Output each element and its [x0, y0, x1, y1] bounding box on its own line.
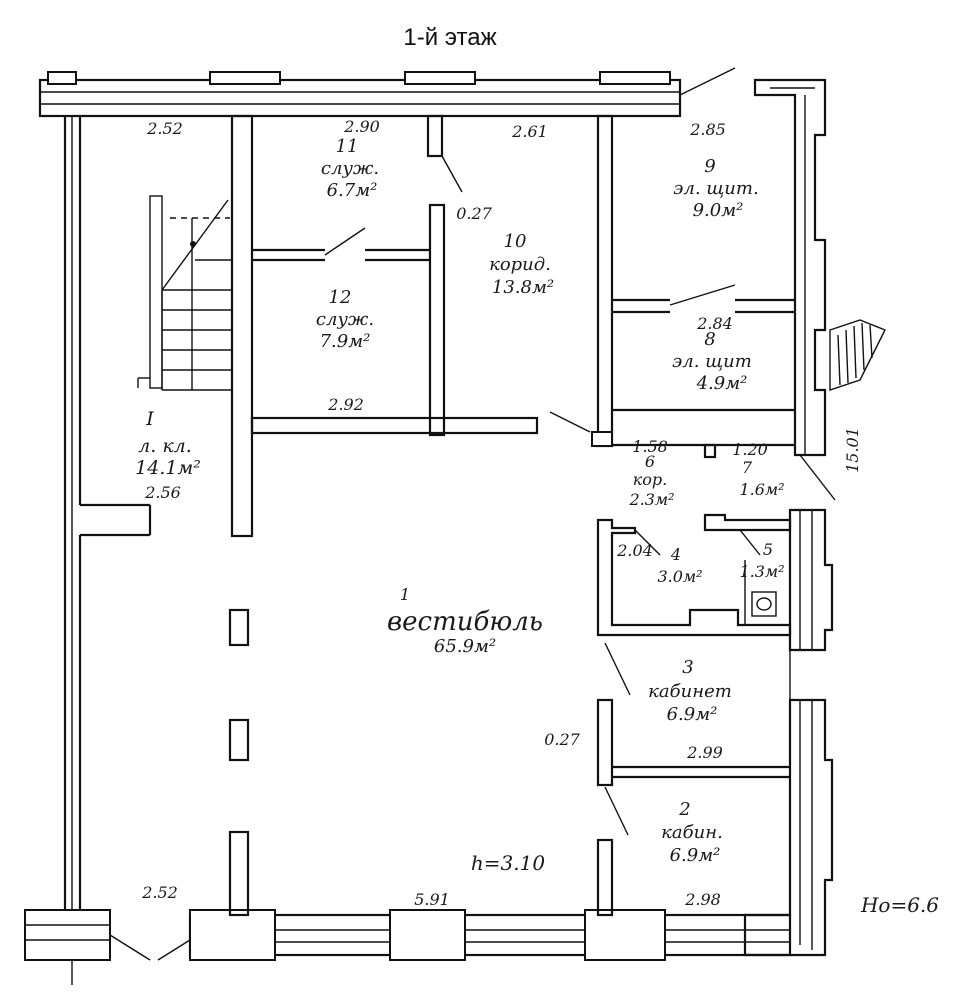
dim-2-92: 2.92 [327, 395, 364, 414]
dim-2-85: 2.85 [689, 120, 726, 139]
room-area: 6.9м² [670, 845, 721, 866]
room-label-2: 2 кабин. 6.9м² [661, 799, 723, 866]
dim-2-52-top: 2.52 [146, 119, 183, 138]
room-number: 3 [682, 657, 693, 678]
dimension-labels: 2.52 2.90 2.61 2.85 0.27 2.84 2.92 1.58 … [141, 117, 939, 917]
dim-2-90: 2.90 [343, 117, 380, 136]
dim-2-84: 2.84 [696, 314, 733, 333]
dim-2-52-bottom: 2.52 [141, 883, 178, 902]
ceiling-height: h=3.10 [471, 851, 545, 875]
room-name: эл. щит. [673, 178, 758, 199]
room-name: служ. [316, 309, 374, 330]
room-name: кор. [633, 470, 668, 489]
dim-2-56: 2.56 [144, 483, 181, 502]
room-number: 6 [645, 452, 655, 471]
room-label-9: 9 эл. щит. 9.0м² [673, 156, 758, 221]
dim-1-20: 1.20 [732, 440, 768, 459]
room-name: эл. щит [672, 351, 752, 372]
room-area: 2.3м² [628, 490, 674, 509]
room-area: 65.9м² [434, 636, 496, 657]
dim-0-27-bottom: 0.27 [544, 730, 580, 749]
room-label-11: 11 служ. 6.7м² [321, 136, 379, 201]
dim-2-99: 2.99 [686, 743, 723, 762]
dim-1-58: 1.58 [632, 437, 668, 456]
room-label-7: 7 1.6м² [739, 458, 784, 499]
room-label-10: 10 корид. 13.8м² [489, 231, 554, 298]
room-label-5: 5 1.3м² [739, 540, 784, 581]
room-area: 1.6м² [739, 480, 784, 499]
room-label-6: 6 кор. 2.3м² [628, 452, 674, 509]
dim-2-04: 2.04 [616, 541, 653, 560]
interior-walls [80, 114, 795, 917]
room-number: 5 [763, 540, 773, 559]
room-area: 6.9м² [667, 704, 718, 725]
room-number: 7 [742, 458, 753, 477]
room-area: 14.1м² [135, 457, 201, 479]
room-label-stair: I л. кл. 14.1м² [135, 408, 201, 479]
room-area: 9.0м² [693, 200, 744, 221]
room-label-8: 8 эл. щит 4.9м² [672, 329, 752, 394]
room-number: 9 [704, 156, 715, 177]
room-label-3: 3 кабинет 6.9м² [648, 657, 732, 725]
room-number: 10 [504, 231, 527, 252]
room-number: 2 [678, 799, 690, 820]
room-area: 7.9м² [320, 331, 371, 352]
floor-title: 1-й этаж [403, 24, 496, 51]
room-area: 1.3м² [739, 562, 784, 581]
room-number: 12 [329, 287, 352, 308]
room-number: 11 [336, 136, 359, 157]
room-area: 4.9м² [696, 373, 748, 394]
room-label-1: 1 вестибюль 65.9м² [387, 585, 543, 657]
room-number: I [145, 408, 154, 430]
room-number: 8 [704, 329, 715, 350]
room-name: кабин. [661, 822, 723, 843]
room-number: 4 [670, 545, 681, 564]
dim-0-27-top: 0.27 [456, 204, 492, 223]
room-name: корид. [489, 254, 551, 275]
ground-mark: Hо=6.6 [860, 893, 939, 917]
dim-15-01: 15.01 [843, 427, 862, 473]
room-label-12: 12 служ. 7.9м² [316, 287, 374, 352]
room-name: служ. [321, 158, 379, 179]
dim-2-61: 2.61 [511, 122, 548, 141]
dim-2-98: 2.98 [684, 890, 721, 909]
exterior-walls [24, 67, 886, 985]
dim-5-91: 5.91 [414, 890, 450, 909]
room-area: 3.0м² [657, 567, 702, 586]
room-name: вестибюль [387, 607, 543, 637]
room-area: 6.7м² [327, 180, 378, 201]
room-area: 13.8м² [492, 277, 554, 298]
room-name: л. кл. [138, 435, 192, 457]
staircase [137, 195, 232, 391]
room-number: 1 [400, 585, 410, 604]
room-label-4: 4 3.0м² [657, 545, 702, 586]
room-name: кабинет [648, 681, 732, 702]
